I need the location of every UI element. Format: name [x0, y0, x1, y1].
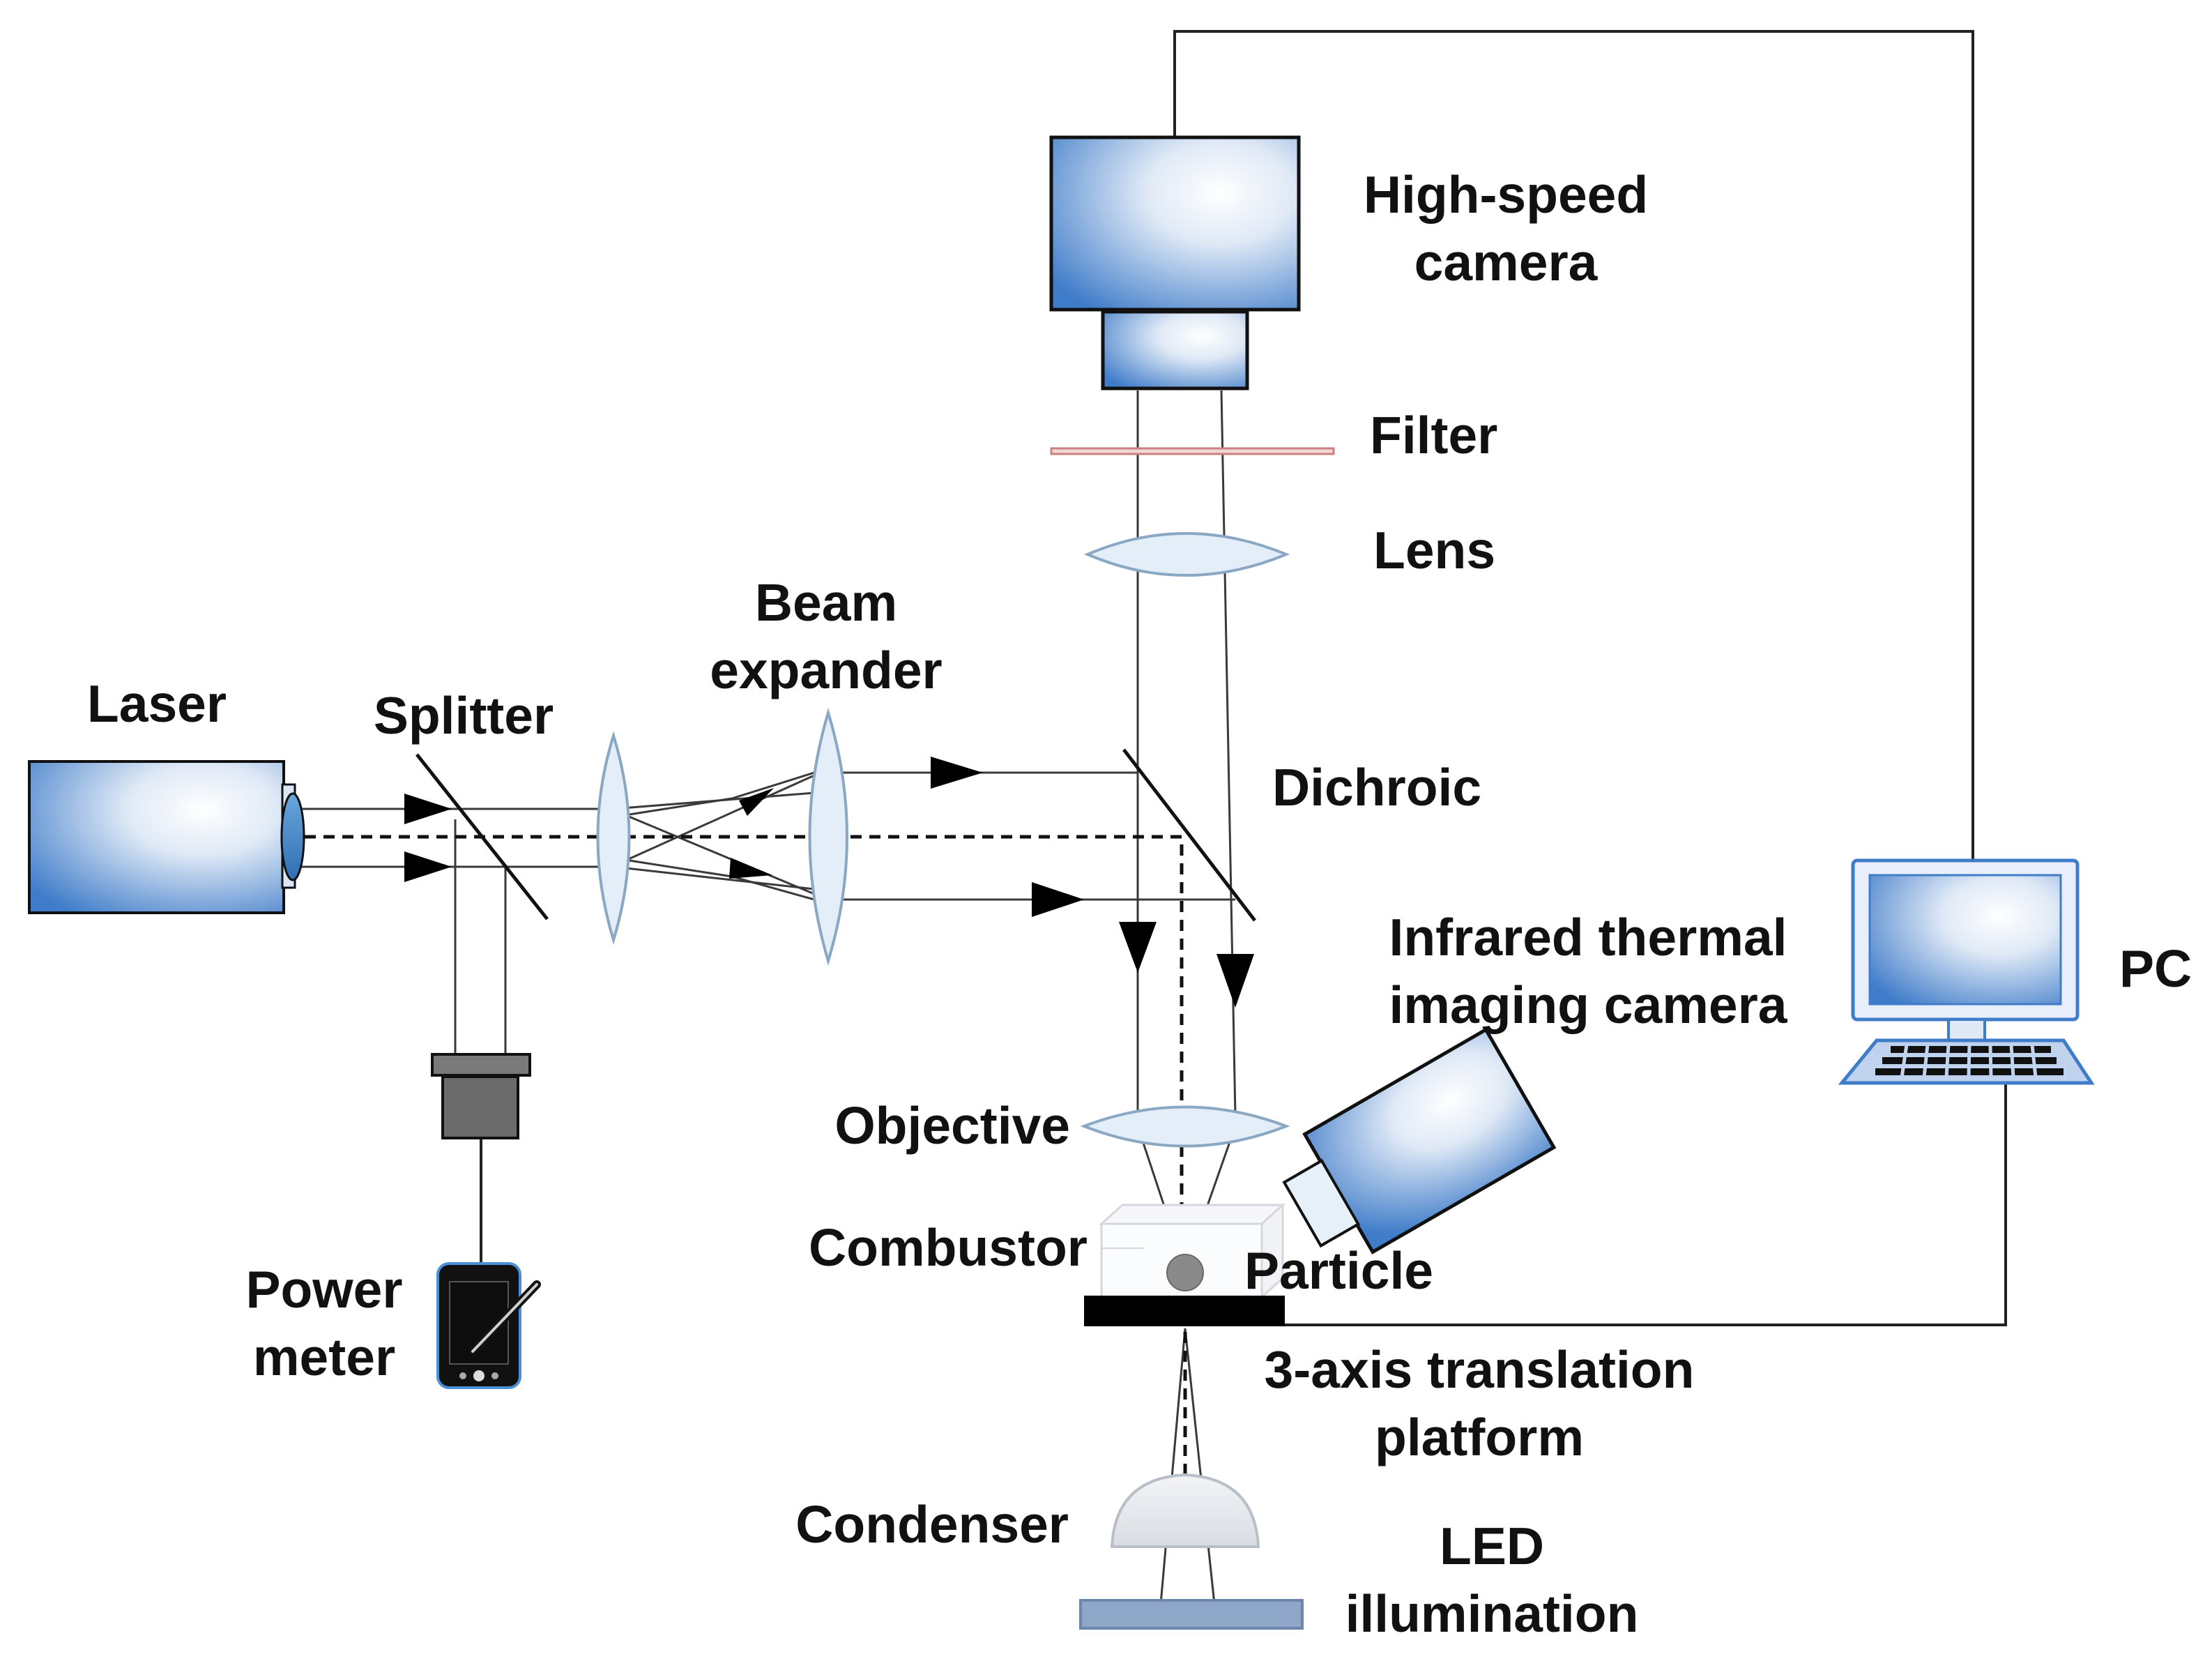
beam-splitter	[415, 753, 549, 920]
translation-platform-label-1: 3-axis translation	[1265, 1340, 1695, 1399]
imaging-ray-right	[1220, 390, 1237, 1116]
power-meter-label-2: meter	[253, 1328, 395, 1386]
arrow-expander-top	[931, 757, 983, 789]
beam-expander-label-1: Beam	[755, 573, 897, 632]
infrared-camera-label-1: Infrared thermal	[1389, 908, 1787, 966]
filter	[1050, 447, 1335, 455]
illum-ray-right	[1184, 1328, 1216, 1605]
splitter-label: Splitter	[374, 686, 554, 745]
arrow-down-left	[1119, 922, 1157, 973]
pc-label: PC	[2119, 939, 2192, 998]
computer-icon	[1838, 858, 2095, 1085]
expander-ray-top	[620, 771, 1138, 817]
condenser-label: Condenser	[795, 1495, 1069, 1554]
arrow-down-right	[1216, 954, 1254, 1008]
power-meter-label-1: Power	[245, 1260, 402, 1319]
translation-platform	[1084, 1296, 1285, 1326]
laser-label: Laser	[87, 674, 227, 733]
power-meter-icon	[436, 1262, 541, 1389]
dichroic-mirror	[1122, 748, 1256, 922]
power-meter-sensor	[431, 1053, 531, 1139]
arrow-cross-bottom	[729, 858, 772, 879]
led-label-1: LED	[1440, 1517, 1544, 1575]
expander-lens-2	[808, 708, 848, 966]
expander-cross-b	[623, 774, 815, 863]
high-speed-camera-label-2: camera	[1414, 233, 1599, 291]
lens-label: Lens	[1373, 521, 1495, 579]
infrared-camera-label-2: imaging camera	[1389, 976, 1787, 1034]
camera-pc-cable	[1173, 30, 1974, 860]
translation-platform-label-2: platform	[1375, 1408, 1584, 1466]
imaging-lens	[1083, 532, 1290, 577]
infrared-camera-icon	[1282, 1027, 1557, 1254]
expander-ray-bottom	[620, 858, 1235, 901]
arrow-laser-top	[404, 794, 452, 824]
condenser-lens	[1110, 1473, 1260, 1548]
combustor-label: Combustor	[809, 1218, 1088, 1277]
camera-icon	[1049, 135, 1301, 391]
laser-icon	[28, 760, 305, 914]
expander-lens-1	[596, 731, 631, 945]
arrow-laser-bottom	[404, 851, 452, 882]
objective-label: Objective	[834, 1096, 1070, 1155]
dichroic-label: Dichroic	[1272, 758, 1481, 817]
led-illumination	[1079, 1599, 1304, 1630]
beam-expander-label-2: expander	[710, 641, 942, 699]
expander-cross-a	[623, 813, 815, 895]
arrow-cross-top	[739, 788, 774, 816]
particle	[1166, 1254, 1204, 1291]
led-label-2: illumination	[1345, 1584, 1639, 1643]
arrow-expander-bottom	[1032, 882, 1084, 917]
pc-stage-cable	[1285, 1060, 2007, 1326]
particle-label: Particle	[1244, 1241, 1433, 1300]
objective-lens	[1080, 1105, 1290, 1148]
cross-ray-2	[613, 865, 815, 890]
filter-label: Filter	[1370, 406, 1497, 464]
illum-ray-left	[1159, 1328, 1187, 1605]
high-speed-camera-label-1: High-speed	[1364, 165, 1648, 224]
